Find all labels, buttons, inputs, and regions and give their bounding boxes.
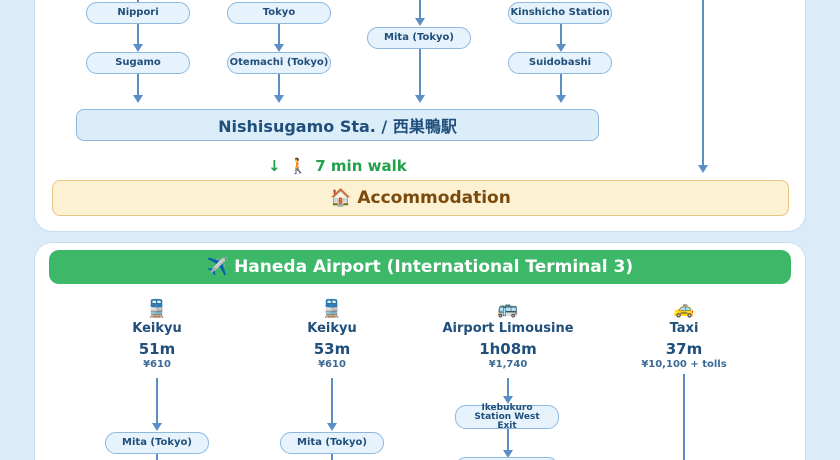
route-price: ¥1,740 — [488, 359, 528, 370]
bus-icon: 🚌 — [497, 299, 519, 319]
route-time: 51m — [138, 340, 176, 358]
airplane-icon: ✈️ — [206, 257, 229, 277]
route-line — [507, 429, 509, 451]
arrow-down-icon: ↓ — [268, 157, 281, 175]
airport-name: Haneda Airport (International Terminal 3… — [234, 257, 634, 277]
arrow-down-icon — [698, 165, 708, 173]
route-price: ¥10,100 + tolls — [641, 359, 727, 370]
house-icon: 🏠 — [330, 188, 352, 208]
route-option-taxi[interactable]: 🚕 Taxi 37m ¥10,100 + tolls — [609, 298, 759, 370]
train-icon: 🚆 — [146, 299, 168, 319]
airport-header: ✈️ Haneda Airport (International Termina… — [49, 250, 791, 284]
arrow-down-icon — [556, 95, 566, 103]
arrow-down-icon — [152, 423, 162, 431]
station-pill-mita: Mita (Tokyo) — [105, 432, 209, 454]
accommodation-label: Accommodation — [357, 188, 511, 208]
arrow-down-icon — [415, 18, 425, 26]
arrow-down-icon — [503, 396, 513, 404]
route-option-keikyu-1[interactable]: 🚆 Keikyu 51m ¥610 — [82, 298, 232, 370]
station-pill-kinshicho: Kinshicho Station — [508, 2, 612, 24]
route-line — [156, 378, 158, 424]
route-time: 53m — [313, 340, 351, 358]
route-time: 1h08m — [479, 340, 537, 358]
route-line — [137, 24, 139, 46]
route-line — [560, 24, 562, 46]
route-line-long — [702, 0, 704, 166]
route-line — [278, 74, 280, 96]
arrow-down-icon — [274, 95, 284, 103]
station-pill-mita: Mita (Tokyo) — [367, 27, 471, 49]
route-line — [156, 454, 158, 460]
station-pill-suidobashi: Suidobashi — [508, 52, 612, 74]
route-line — [507, 378, 509, 397]
station-pill-ikebukuro: Ikebukuro Station West Exit — [455, 403, 559, 430]
route-option-keikyu-2[interactable]: 🚆 Keikyu 53m ¥610 — [257, 298, 407, 370]
arrow-down-icon — [415, 95, 425, 103]
route-line — [278, 24, 280, 46]
route-line — [419, 0, 421, 19]
route-mode: Taxi — [669, 321, 699, 336]
route-price: ¥610 — [318, 359, 346, 370]
station-pill-mita: Mita (Tokyo) — [280, 432, 384, 454]
arrow-down-icon — [274, 44, 284, 52]
arrow-down-icon — [503, 450, 513, 458]
station-pill-sugamo: Sugamo — [86, 52, 190, 74]
route-line — [560, 74, 562, 96]
arrow-down-icon — [133, 95, 143, 103]
arrow-down-icon — [327, 423, 337, 431]
route-line — [419, 49, 421, 96]
route-price: ¥610 — [143, 359, 171, 370]
destination-station: Nishisugamo Sta. / 西巣鴨駅 — [76, 109, 599, 141]
arrow-down-icon — [133, 44, 143, 52]
station-pill-otemachi: Otemachi (Tokyo) — [227, 52, 331, 74]
route-line — [331, 454, 333, 460]
taxi-icon: 🚕 — [673, 299, 695, 319]
station-pill-nippori: Nippori — [86, 2, 190, 24]
accommodation-box: 🏠 Accommodation — [52, 180, 789, 216]
walk-instruction: ↓ 🚶 7 min walk — [268, 156, 407, 176]
station-pill-tokyo: Tokyo — [227, 2, 331, 24]
train-icon: 🚆 — [321, 299, 343, 319]
arrow-down-icon — [556, 44, 566, 52]
route-mode: Keikyu — [307, 321, 357, 336]
route-option-limousine[interactable]: 🚌 Airport Limousine 1h08m ¥1,740 — [433, 298, 583, 370]
route-mode: Airport Limousine — [442, 321, 574, 336]
walking-person-icon: 🚶 — [288, 157, 308, 175]
route-mode: Keikyu — [132, 321, 182, 336]
walk-text: 7 min walk — [315, 157, 407, 175]
route-line — [331, 378, 333, 424]
route-line — [137, 74, 139, 96]
route-line — [683, 374, 685, 460]
route-line — [137, 0, 139, 2]
route-time: 37m — [665, 340, 703, 358]
